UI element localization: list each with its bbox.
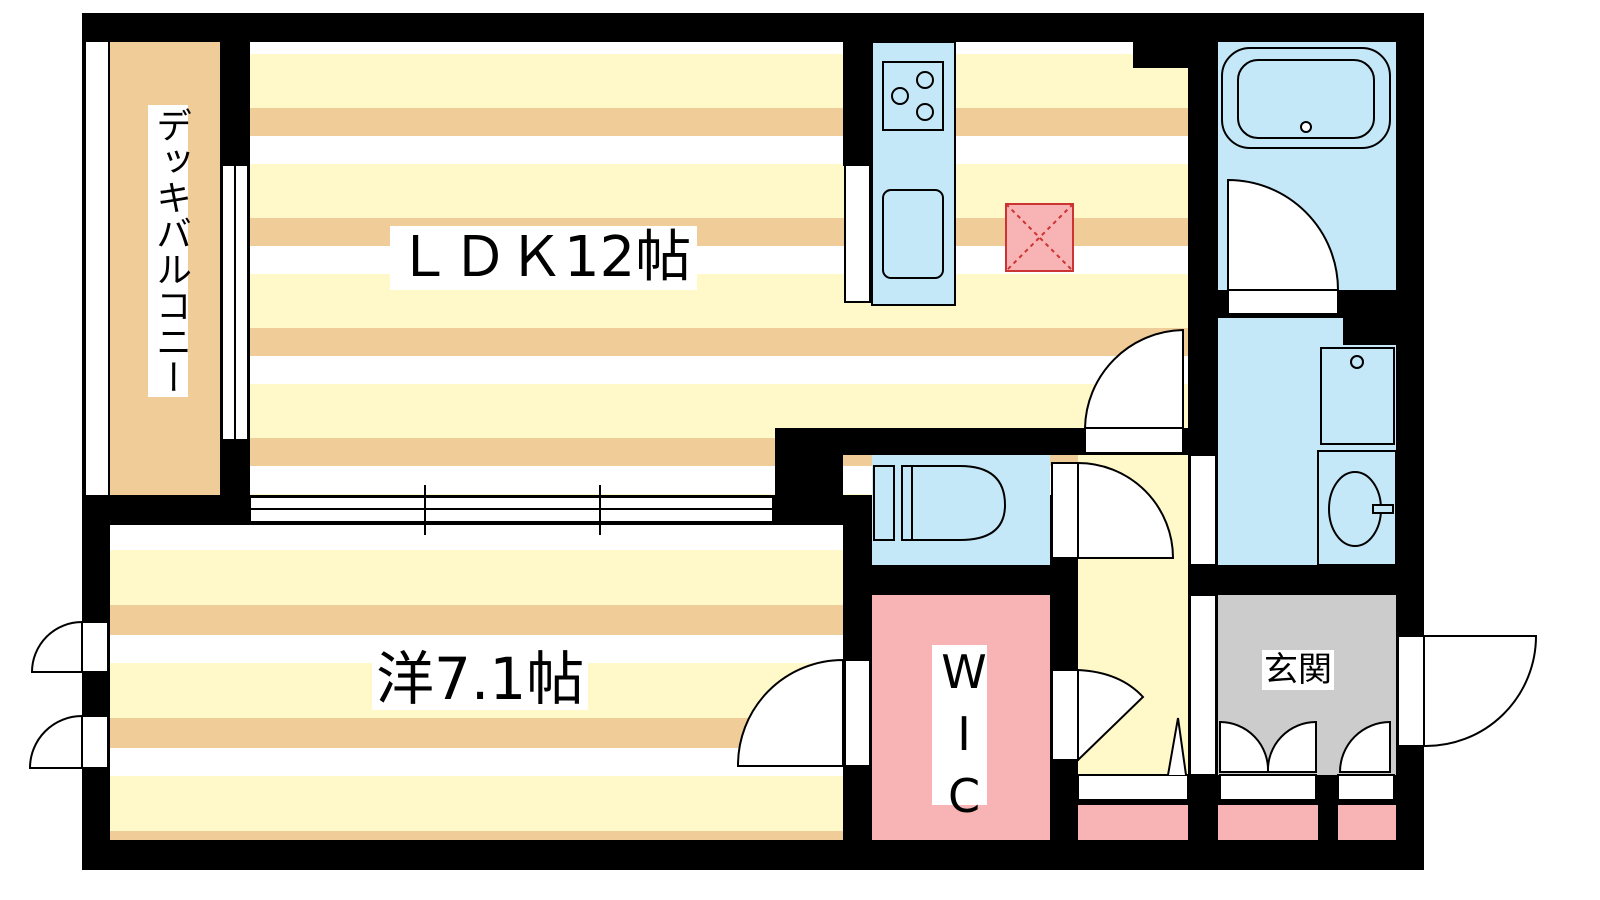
washing-machine <box>1320 347 1395 445</box>
balcony-label: デッキバルコニー <box>148 105 191 397</box>
shoe-cabinet-door-2[interactable] <box>1266 720 1317 773</box>
storage-1 <box>1078 805 1188 840</box>
wic-label: WIC <box>932 645 991 831</box>
storage-3 <box>1338 805 1396 840</box>
window-2 <box>28 714 83 769</box>
kitchen-window <box>844 164 871 303</box>
toilet <box>911 465 1007 541</box>
shoe-cabinet-door-3[interactable] <box>1338 720 1391 773</box>
balcony-railing <box>86 42 108 495</box>
entrance-label: 玄関 <box>1262 650 1334 690</box>
entrance-door[interactable] <box>1423 635 1538 748</box>
bath-door[interactable] <box>1227 178 1340 291</box>
storage-2 <box>1218 805 1318 840</box>
wall-notch-2 <box>1343 318 1396 345</box>
window-1 <box>30 620 83 673</box>
bedroom-door[interactable] <box>736 658 844 767</box>
fridge-space <box>1005 203 1074 272</box>
ldk-door[interactable] <box>1083 328 1184 429</box>
hallway-step <box>1077 774 1189 801</box>
sink <box>882 189 944 279</box>
ldk-bottom-wall-2 <box>775 428 843 525</box>
wic-door[interactable] <box>1077 668 1145 763</box>
wall-notch <box>1133 42 1188 68</box>
ldk-label: ＬＤＫ12帖 <box>390 226 698 290</box>
kitchen-wall <box>843 42 872 166</box>
washroom-door[interactable] <box>1189 454 1217 566</box>
toilet-door[interactable] <box>1077 461 1175 559</box>
western-room-label: 洋7.1帖 <box>372 648 589 710</box>
toilet-door-frame <box>1051 462 1079 559</box>
